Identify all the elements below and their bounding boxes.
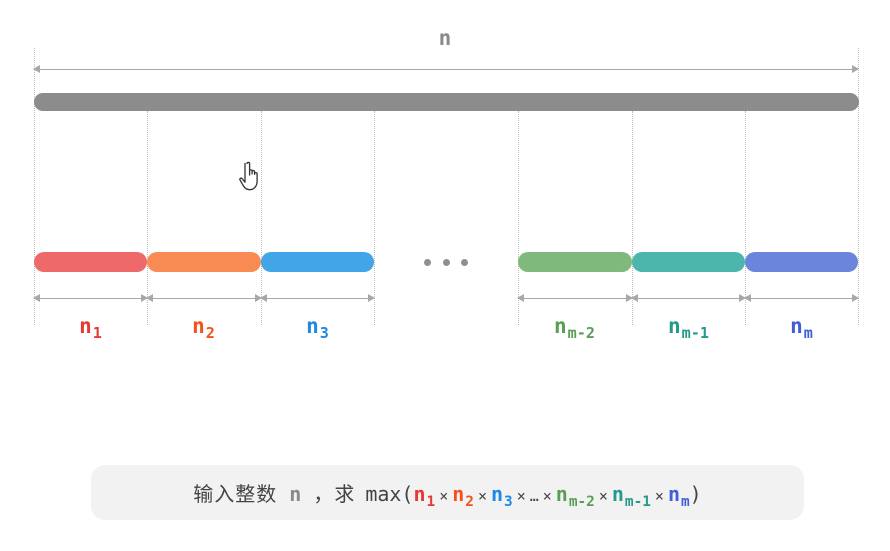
guide-line — [374, 111, 375, 325]
piece-label-nm-1: nm-1 — [632, 314, 745, 342]
piece-arrow-n3 — [260, 294, 375, 302]
piece-arrow-nm-2 — [517, 294, 633, 302]
total-length-label: n — [438, 26, 452, 50]
arrow-left-icon — [260, 294, 267, 302]
guide-line — [261, 111, 262, 325]
arrow-left-icon — [631, 294, 638, 302]
guide-line — [147, 111, 148, 325]
piece-bar-nm-1 — [632, 252, 745, 272]
term-var: n — [490, 482, 504, 506]
arrow-left-icon — [33, 294, 40, 302]
times-sign: × — [477, 487, 487, 505]
piece-label-sub: 1 — [92, 323, 102, 342]
term-var: n — [667, 482, 680, 506]
arrow-right-icon — [141, 294, 148, 302]
piece-label-n3: n3 — [261, 314, 374, 342]
hand-pointer-icon — [239, 161, 258, 191]
dot — [424, 258, 431, 266]
piece-bar-nm — [745, 252, 858, 272]
piece-label-nm: nm — [745, 314, 858, 342]
piece-label-var: n — [79, 314, 92, 338]
term-n3: n3 — [490, 482, 513, 510]
arrow-left-icon — [517, 294, 524, 302]
arrow-left-icon — [146, 294, 153, 302]
times-sign: × — [598, 487, 608, 505]
arrow-right-icon — [368, 294, 375, 302]
term-var: n — [452, 482, 465, 506]
total-length-arrow — [33, 65, 859, 73]
guide-line — [518, 111, 519, 325]
piece-bar-n2 — [147, 252, 261, 272]
piece-label-var: n — [790, 314, 803, 338]
guide-line — [632, 111, 633, 325]
term-var: n — [413, 482, 426, 506]
arrow-right-icon — [852, 294, 859, 302]
statement-close: ) — [689, 482, 702, 506]
piece-label-var: n — [554, 314, 567, 338]
guide-line — [745, 111, 746, 325]
term-sub: m — [681, 493, 690, 510]
ellipsis-dots — [424, 258, 468, 266]
piece-bar-nm-2 — [518, 252, 632, 272]
times-sign: × — [654, 487, 664, 505]
term-nm-2: nm-2 — [555, 482, 595, 510]
piece-label-n2: n2 — [147, 314, 260, 342]
term-sub: 2 — [465, 493, 474, 510]
dot — [442, 258, 450, 266]
ellipsis: … — [529, 487, 539, 505]
piece-label-nm-2: nm-2 — [518, 314, 631, 342]
guide-line — [858, 48, 859, 325]
term-sub: 1 — [426, 493, 436, 510]
term-sub: m-2 — [568, 493, 595, 510]
statement-seek: 求 — [334, 482, 356, 506]
term-nm-1: nm-1 — [611, 482, 651, 510]
guide-line — [34, 48, 35, 325]
piece-bar-n3 — [261, 252, 374, 272]
piece-label-var: n — [668, 314, 681, 338]
term-var: n — [611, 482, 624, 506]
piece-label-sub: 2 — [205, 323, 215, 342]
statement-n: n — [289, 482, 302, 506]
term-sub: 3 — [504, 493, 513, 510]
piece-label-var: n — [192, 314, 205, 338]
statement-prefix: 输入整数 — [193, 482, 278, 506]
statement-func: max( — [365, 482, 414, 506]
arrow-right-icon — [739, 294, 746, 302]
arrow-left-icon — [33, 65, 40, 73]
times-sign: × — [542, 487, 552, 505]
total-bar — [34, 93, 859, 111]
piece-label-sub: 3 — [319, 323, 329, 342]
statement-comma: ， — [313, 482, 335, 506]
piece-label-sub: m-2 — [567, 323, 595, 342]
term-n1: n1 — [413, 482, 435, 510]
dot — [461, 258, 468, 266]
piece-bar-n1 — [34, 252, 147, 272]
term-sub: m-1 — [624, 493, 651, 510]
term-n2: n2 — [452, 482, 474, 510]
term-nm: nm — [667, 482, 690, 510]
piece-label-n1: n1 — [34, 314, 147, 342]
piece-label-sub: m — [803, 323, 813, 342]
piece-arrow-n2 — [146, 294, 262, 302]
term-var: n — [555, 482, 568, 506]
arrow-left-icon — [744, 294, 751, 302]
piece-arrow-nm — [744, 294, 859, 302]
times-sign: × — [516, 487, 526, 505]
piece-label-sub: m-1 — [681, 323, 709, 342]
times-sign: × — [439, 487, 449, 505]
arrow-right-icon — [626, 294, 633, 302]
piece-arrow-n1 — [33, 294, 148, 302]
piece-label-var: n — [306, 314, 319, 338]
arrow-right-icon — [255, 294, 262, 302]
arrow-right-icon — [852, 65, 859, 73]
piece-arrow-nm-1 — [631, 294, 746, 302]
